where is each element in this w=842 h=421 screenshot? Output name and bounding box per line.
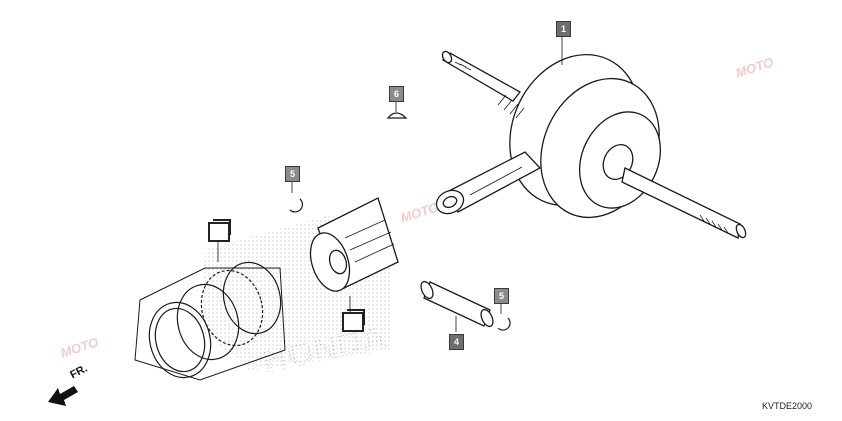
diagram-code: KVTDE2000 — [761, 401, 812, 411]
callout-part-5-lower[interactable]: 5 — [494, 288, 509, 304]
crankshaft-assembly[interactable] — [433, 33, 748, 239]
ring-set-kit-icon[interactable] — [208, 219, 231, 242]
piston-ring-set[interactable] — [134, 242, 288, 384]
piston[interactable] — [304, 197, 399, 312]
piston-pin[interactable] — [419, 280, 496, 332]
woodruff-key[interactable] — [386, 102, 408, 119]
piston-circlip-lower[interactable] — [497, 302, 511, 331]
callout-part-4[interactable]: 4 — [449, 334, 464, 350]
piston-kit-icon[interactable] — [342, 309, 365, 332]
front-direction-arrow-icon — [48, 386, 78, 406]
callout-part-5-upper[interactable]: 5 — [285, 166, 300, 182]
callout-part-6[interactable]: 6 — [389, 86, 404, 102]
piston-circlip-upper[interactable] — [289, 180, 304, 213]
callout-part-1[interactable]: 1 — [556, 21, 571, 37]
